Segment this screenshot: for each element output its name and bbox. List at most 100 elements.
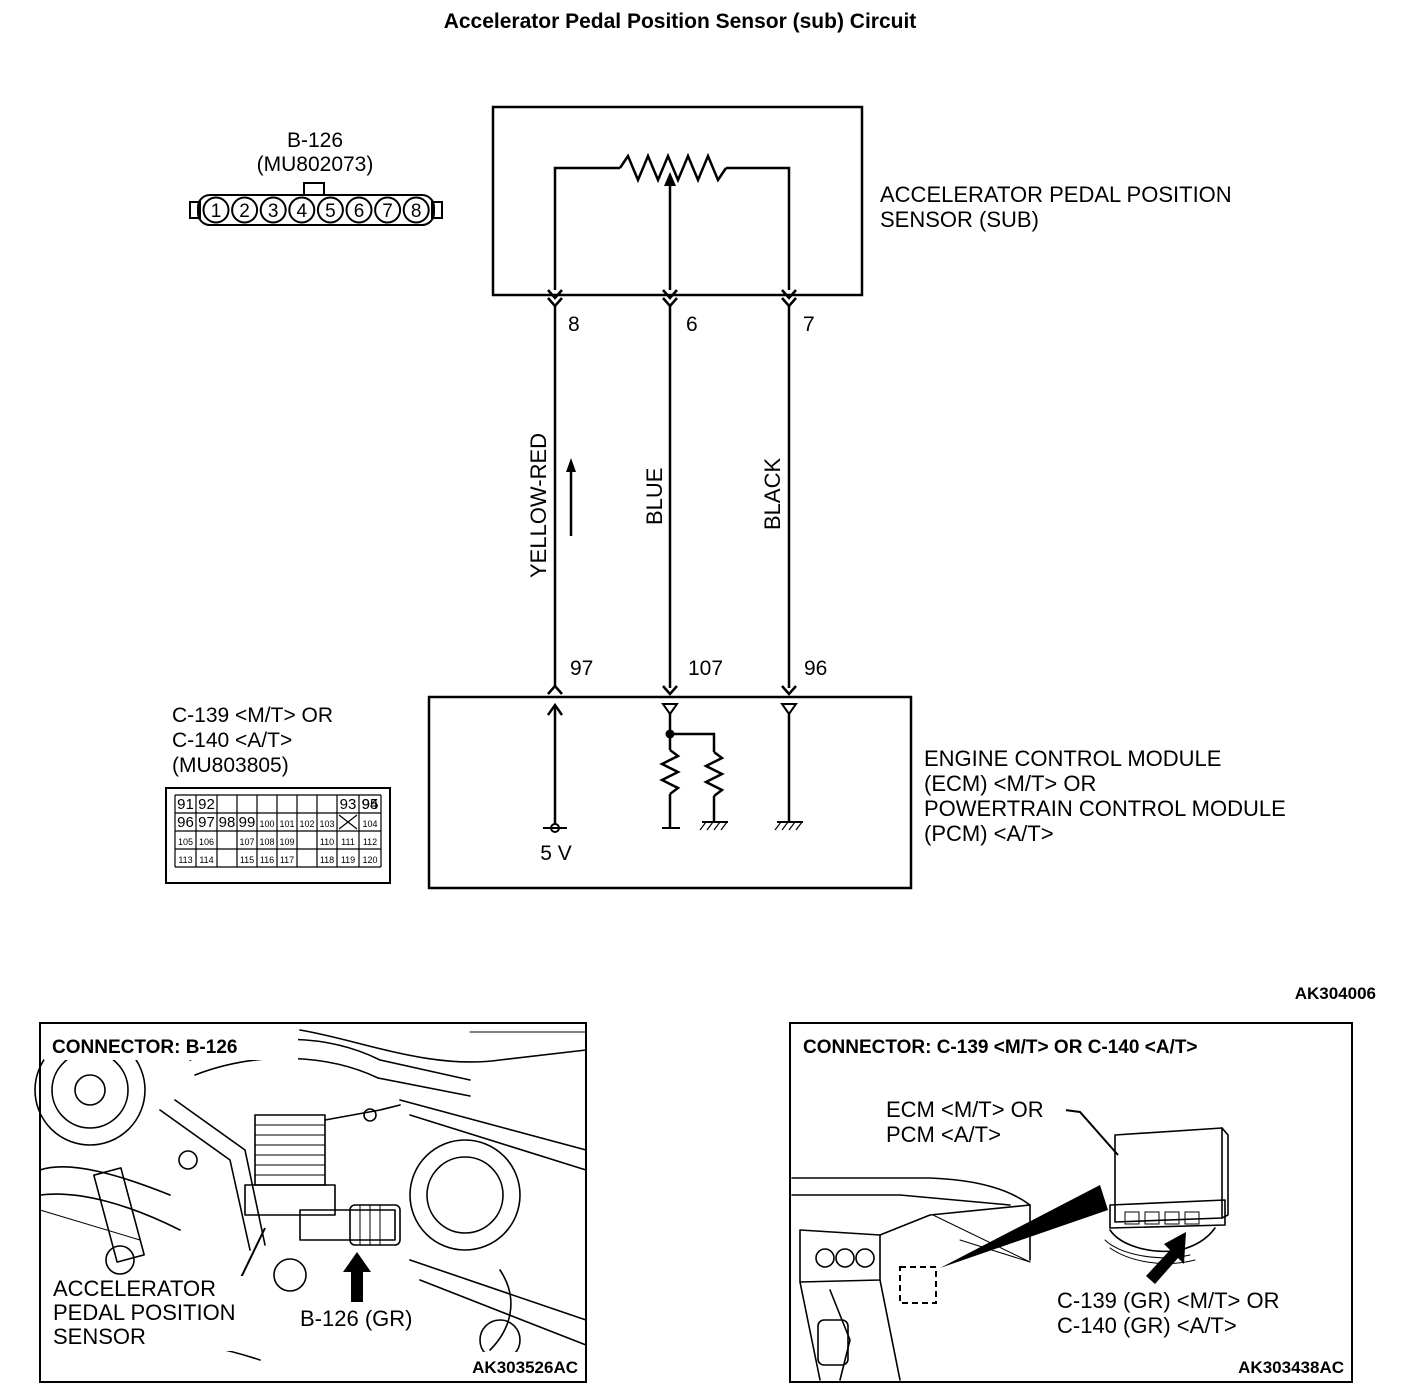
ecm-grid-pin-label: 101 [279,819,294,829]
sensor-box [491,105,864,297]
ecm-grid-pin-label: 108 [259,837,274,847]
ecm-label-line1: ENGINE CONTROL MODULE [924,746,1221,771]
wire-color-black: BLACK [760,458,785,530]
ecm-grid-blank-mark [338,814,358,830]
page-title: Accelerator Pedal Position Sensor (sub) … [444,10,917,33]
panel-left-label-line2: PEDAL POSITION [53,1300,236,1325]
ecm-grid-pin-label: 104 [362,819,377,829]
connector-pointer-arrow-icon [1146,1232,1186,1284]
location-callout-wedge [940,1185,1108,1268]
wire-color-yellow-red: YELLOW-RED [526,433,551,578]
ecm-pin-97: 97 [570,657,593,680]
b126-pin-circle [288,196,316,224]
ecm-grid-pin-label: 109 [279,837,294,847]
ecm-grid-pin-label: 119 [341,855,355,865]
b126-pin-label: 3 [268,201,279,222]
ecm-grid-pin-label: 92 [198,796,215,813]
ecm-label-line3: POWERTRAIN CONTROL MODULE [924,796,1286,821]
ecm-box [427,695,913,890]
b126-pin-circle [202,196,230,224]
ecm-grid-pin-label: 105 [178,837,193,847]
ecm-grid-pin-label: 107 [239,837,254,847]
b126-pin-circle [259,196,287,224]
b126-pin-circle [345,196,373,224]
ecm-grid-pin-label: 96 [177,814,194,831]
b126-pin-label: 2 [239,201,250,222]
panel-right-conn-line2: C-140 (GR) <A/T> [1057,1313,1237,1338]
panel-left-title: CONNECTOR: B-126 [52,1037,237,1058]
wire-color-blue: BLUE [642,468,667,525]
ecm-grid-pin-label: 95 [362,796,379,813]
ecm-grid-pin-label: 94 [362,796,379,813]
ecm-grid-pin-label: 114 [199,855,213,865]
diagram-code: AK304006 [1295,984,1376,1003]
ecm-grid-pin-label: 111 [341,837,355,847]
ecm-grid-pin-label: 102 [299,819,314,829]
panel-left [34,1022,587,1383]
ecm-grid-pin-label: 113 [178,855,192,865]
ecm-grid-pin-label: 120 [362,855,377,865]
panel-right-code: AK303438AC [1238,1358,1344,1377]
ecm-grid-pin-label: 93 [340,796,357,813]
ecm-part-number: (MU803805) [172,754,289,777]
ecm-grid-pin-label: 118 [320,855,334,865]
b126-pin-label: 6 [354,201,365,222]
ecm-grid-pin-label: 115 [240,855,254,865]
ecm-grid-pin-label: 99 [239,814,256,831]
b126-pin-label: 7 [382,201,393,222]
ecm-connector-line2: C-140 <A/T> [172,729,292,752]
ecm-grid-pin-label: 116 [260,855,274,865]
resistor-icon [618,152,728,184]
b126-pin-label: 4 [297,201,308,222]
ecm-pin-107: 107 [688,657,723,680]
engine-bay-illustration [34,1029,587,1361]
sensor-pin-7: 7 [803,313,815,336]
wiper-arrow-icon [664,172,676,186]
ground-icon [699,821,728,831]
ground-icon [774,821,803,831]
b126-pin-label: 1 [211,201,222,222]
wiring [547,289,797,696]
sensor-label-line2: SENSOR (SUB) [880,207,1039,232]
ecm-pin-96: 96 [804,657,827,680]
ecm-grid-pin-label: 110 [320,837,334,847]
panel-right-title: CONNECTOR: C-139 <M/T> OR C-140 <A/T> [803,1037,1198,1058]
panel-right-ecm-line2: PCM <A/T> [886,1122,1001,1147]
b126-pin-label: 5 [325,201,336,222]
connector-pointer-arrow-icon [343,1252,371,1302]
b126-pin-circle [374,196,402,224]
panel-right-conn-line1: C-139 (GR) <M/T> OR [1057,1288,1279,1313]
ecm-label-line2: (ECM) <M/T> OR [924,771,1096,796]
ecm-grid-pin-label: 98 [219,814,236,831]
ecm-grid-pin-label: 112 [363,837,377,847]
sensor-label-line1: ACCELERATOR PEDAL POSITION [880,182,1232,207]
ecm-grid-pin-label: 97 [198,814,215,831]
ecm-grid-pin-label: 91 [177,796,194,813]
panel-right [789,1022,1353,1383]
panel-right-ecm-line1: ECM <M/T> OR [886,1097,1044,1122]
b126-pin-circle [402,196,430,224]
panel-left-code: AK303526AC [472,1358,578,1377]
panel-left-connector-label: B-126 (GR) [300,1306,412,1331]
ecm-connector-line1: C-139 <M/T> OR [172,704,333,727]
ecm-label-line4: (PCM) <A/T> [924,821,1054,846]
supply-voltage: 5 V [540,842,572,865]
ecm-grid-pin-label: 106 [199,837,214,847]
sensor-pin-6: 6 [686,313,698,336]
sensor-pin-8: 8 [568,313,580,336]
b126-part-number: (MU802073) [257,153,374,176]
ecm-grid-pin-label: 103 [319,819,334,829]
dashboard-illustration [791,1109,1229,1381]
ecm-grid-pin-label: 117 [280,855,294,865]
current-direction-arrow-icon [566,458,576,472]
panel-left-label-line1: ACCELERATOR [53,1276,216,1301]
panel-left-label-line3: SENSOR [53,1324,146,1349]
b126-pin-label: 8 [411,201,422,222]
ecm-grid-pin-label: 100 [259,819,274,829]
b126-connector-id: B-126 [287,129,343,152]
b126-pin-circle [231,196,259,224]
